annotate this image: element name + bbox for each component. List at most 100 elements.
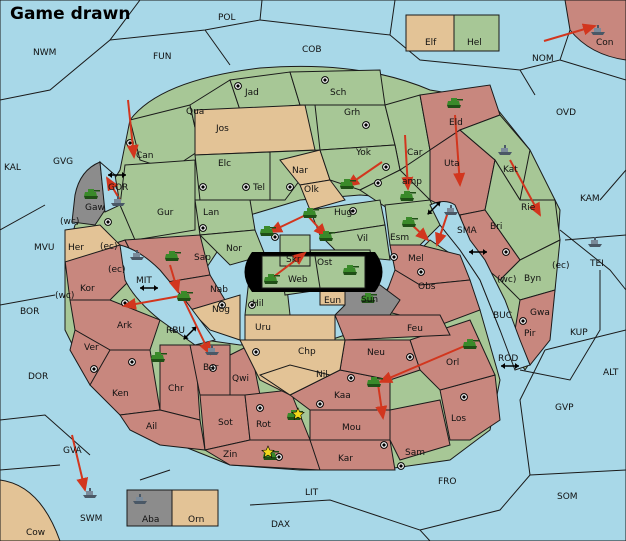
- province-feu: [334, 314, 451, 341]
- province-ost-inner: [314, 255, 366, 289]
- inset-elf-hel: [405, 14, 500, 52]
- label-car: Car: [407, 148, 423, 158]
- label-orl: Orl: [446, 358, 459, 368]
- coast-labels: (wc) (ec) (ec) (wc) (wc) (ec): [55, 217, 570, 301]
- label-nar: Nar: [292, 166, 308, 176]
- label-coast: (ec): [108, 265, 126, 275]
- label-olk: Olk: [304, 185, 320, 195]
- label-ail: Ail: [146, 422, 157, 432]
- label-gva: GVA: [63, 446, 83, 456]
- label-yok: Yok: [355, 148, 372, 158]
- province-sam: [389, 399, 451, 461]
- label-kar: Kar: [338, 454, 353, 464]
- label-coast: (wc): [497, 275, 516, 285]
- label-mou: Mou: [342, 423, 361, 433]
- label-bor: BOR: [20, 307, 39, 317]
- label-web: Web: [288, 275, 308, 285]
- gray-labels: Sun Gaw Aba: [85, 203, 378, 525]
- label-nor: Nor: [226, 244, 242, 254]
- label-lan: Lan: [203, 208, 219, 218]
- label-ovd: OVD: [556, 108, 576, 118]
- label-ark: Ark: [117, 321, 133, 331]
- label-coast: (ec): [552, 261, 570, 271]
- label-uta: Uta: [444, 159, 460, 169]
- label-rod: ROD: [498, 354, 518, 364]
- label-coast: (wc): [55, 291, 74, 301]
- label-kat: Kat: [503, 165, 518, 175]
- province-nog: [189, 294, 241, 341]
- label-qwi: Qwi: [232, 374, 249, 384]
- label-esm: Esm: [390, 233, 409, 243]
- sea-labels: POL NWM FUN COB NOM OVD KAL GVG MVU BOR …: [4, 13, 619, 530]
- label-can: Can: [136, 151, 154, 161]
- label-gwa: Gwa: [530, 308, 550, 318]
- province-kat: [459, 114, 531, 202]
- label-byn: Byn: [524, 274, 541, 284]
- label-jos: Jos: [215, 124, 229, 134]
- label-bri: Bri: [490, 222, 502, 232]
- province-ken: [89, 349, 161, 416]
- label-her: Her: [68, 243, 84, 253]
- red-labels: Eld Uta Bri Mel Obs Feu Neu Orl Los Kaa …: [68, 118, 550, 464]
- province-jos: [194, 104, 316, 156]
- label-gvg: GVG: [53, 157, 73, 167]
- label-con: Con: [596, 38, 614, 48]
- label-jad: Jad: [244, 88, 259, 98]
- label-skr: Skr: [286, 255, 301, 265]
- label-cob: COB: [302, 45, 322, 55]
- label-kal: KAL: [4, 163, 21, 173]
- move-orders: [71, 23, 597, 492]
- label-kam: KAM: [580, 194, 600, 204]
- label-sma: SMA: [457, 226, 477, 236]
- label-sch: Sch: [330, 88, 346, 98]
- label-gur: Gur: [157, 208, 174, 218]
- province-byn: [499, 239, 561, 301]
- label-pir: Pir: [524, 329, 536, 339]
- label-alt: ALT: [603, 368, 619, 378]
- green-labels: Qua Jad Sch Can Grh Elc Tel Gur Lan Car …: [136, 38, 541, 309]
- label-hug: Hug: [334, 208, 352, 218]
- label-buc: BUC: [493, 311, 512, 321]
- label-zin: Zin: [223, 450, 237, 460]
- label-nwm: NWM: [33, 48, 56, 58]
- label-mvu: MVU: [34, 243, 55, 253]
- province-gur: [119, 159, 196, 241]
- star-markers: [261, 407, 305, 459]
- label-elf: Elf: [425, 38, 437, 48]
- label-uru: Uru: [255, 323, 271, 333]
- label-obs: Obs: [418, 282, 436, 292]
- label-sap: Sap: [194, 253, 211, 263]
- label-dax: DAX: [271, 520, 290, 530]
- label-ken: Ken: [112, 389, 129, 399]
- label-mit: MIT: [136, 276, 152, 286]
- label-hil: Hil: [252, 299, 264, 309]
- label-feu: Feu: [407, 324, 423, 334]
- label-sun: Sun: [361, 295, 378, 305]
- other-labels: Cow Con TEI amp: [26, 38, 614, 538]
- label-rbu: RBU: [166, 326, 185, 336]
- label-tel: Tel: [252, 183, 265, 193]
- label-nog: Nog: [212, 305, 230, 315]
- label-orn: Orn: [188, 515, 204, 525]
- label-sam: Sam: [405, 448, 425, 458]
- label-cow: Cow: [26, 528, 45, 538]
- label-kaa: Kaa: [334, 391, 351, 401]
- province-uru: [244, 314, 336, 341]
- label-chp: Chp: [298, 347, 316, 357]
- tan-labels: Jos Nar Olk Nog Uru Chp Nil Eun Elf Orn: [188, 38, 437, 525]
- label-nom: NOM: [532, 54, 554, 64]
- label-lit: LIT: [305, 488, 319, 498]
- label-rie: Rie: [521, 203, 536, 213]
- label-sot: Sot: [218, 418, 233, 428]
- label-rot: Rot: [256, 420, 271, 430]
- label-fun: FUN: [153, 52, 172, 62]
- province-pir: [514, 289, 556, 366]
- label-amp: amp: [402, 177, 422, 187]
- label-swm: SWM: [80, 514, 102, 524]
- label-gor: GOR: [108, 183, 128, 193]
- label-nab: Nab: [210, 285, 228, 295]
- game-title: Game drawn: [10, 4, 130, 24]
- label-grh: Grh: [344, 108, 360, 118]
